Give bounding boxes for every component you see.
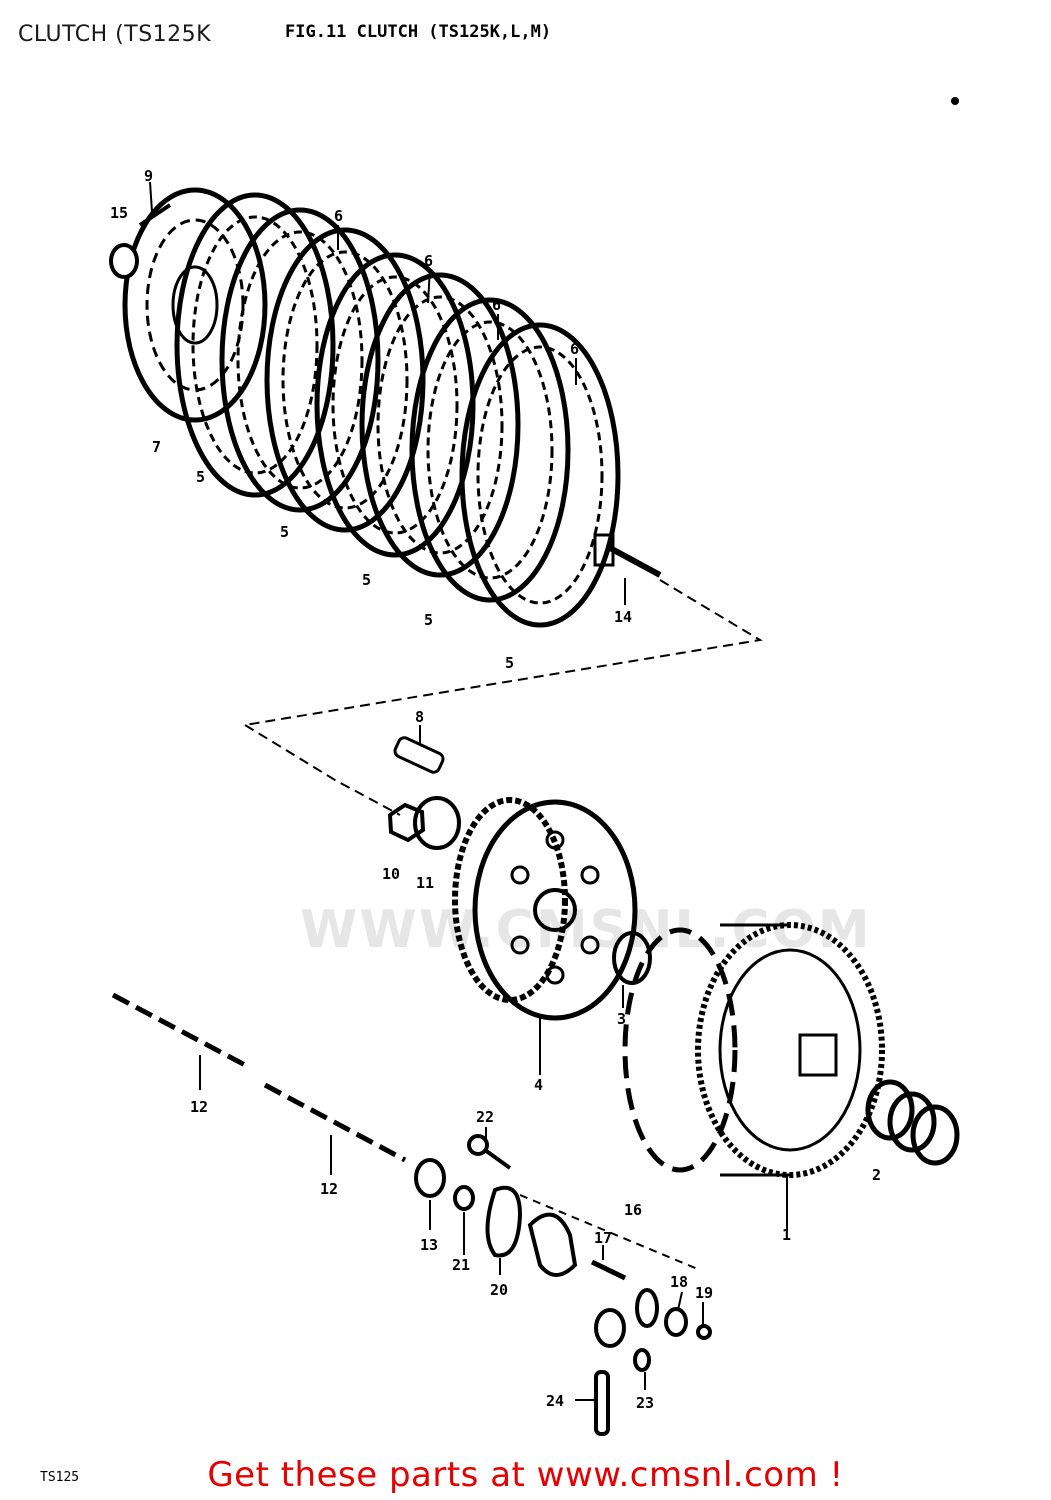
callout-5: 5 bbox=[505, 654, 514, 672]
callout-11: 11 bbox=[416, 874, 434, 892]
callout-labels: 9 15 6 6 6 6 7 5 5 5 5 5 14 8 10 11 3 4 … bbox=[110, 167, 881, 1412]
clutch-bolt bbox=[393, 736, 445, 774]
callout-2: 2 bbox=[872, 1166, 881, 1184]
callout-12: 12 bbox=[190, 1098, 208, 1116]
callout-5: 5 bbox=[280, 523, 289, 541]
callout-6: 6 bbox=[424, 252, 433, 270]
clutch-sleeve-hub bbox=[452, 797, 638, 1021]
clutch-spring bbox=[865, 1079, 960, 1166]
callout-3: 3 bbox=[617, 1010, 626, 1028]
callout-14: 14 bbox=[614, 608, 632, 626]
release-rod bbox=[594, 1370, 610, 1436]
release-pin bbox=[590, 1259, 627, 1281]
callout-20: 20 bbox=[490, 1281, 508, 1299]
callout-8: 8 bbox=[415, 708, 424, 726]
callout-16: 16 bbox=[624, 1201, 642, 1219]
callout-5: 5 bbox=[196, 468, 205, 486]
clutch-plate-stack bbox=[177, 195, 618, 625]
dot-mark bbox=[951, 97, 959, 105]
callout-9: 9 bbox=[144, 167, 153, 185]
o-ring bbox=[633, 1348, 651, 1372]
callout-7: 7 bbox=[152, 438, 161, 456]
washer bbox=[453, 1185, 475, 1211]
screw bbox=[138, 203, 172, 227]
callout-13: 13 bbox=[420, 1236, 438, 1254]
figure-title: FIG.11 CLUTCH (TS125K,L,M) bbox=[285, 22, 552, 42]
release-gasket bbox=[485, 1185, 523, 1258]
bearing bbox=[109, 243, 139, 279]
thrust-washer bbox=[612, 931, 652, 985]
promo-link[interactable]: Get these parts at www.cmsnl.com ! bbox=[207, 1455, 844, 1495]
release-cam-parts bbox=[594, 1288, 712, 1348]
callout-21: 21 bbox=[452, 1256, 470, 1274]
assembly-guide-lines bbox=[244, 579, 763, 1271]
callout-5: 5 bbox=[362, 571, 371, 589]
callout-6: 6 bbox=[334, 207, 343, 225]
callout-23: 23 bbox=[636, 1394, 654, 1412]
callout-6: 6 bbox=[492, 296, 501, 314]
callout-19: 19 bbox=[695, 1284, 713, 1302]
callout-15: 15 bbox=[110, 204, 128, 222]
model-code: TS125 bbox=[40, 1470, 80, 1485]
lock-washer bbox=[413, 796, 461, 850]
oil-seal bbox=[414, 1158, 446, 1198]
callout-22: 22 bbox=[476, 1108, 494, 1126]
push-rod bbox=[111, 992, 407, 1163]
nut bbox=[387, 802, 426, 843]
callout-4: 4 bbox=[534, 1076, 543, 1094]
clutch-release-assembly bbox=[527, 1212, 578, 1277]
callout-24: 24 bbox=[546, 1392, 564, 1410]
callout-6: 6 bbox=[570, 340, 579, 358]
callout-5: 5 bbox=[424, 611, 433, 629]
page-title: CLUTCH (TS125K bbox=[18, 22, 212, 47]
callout-12: 12 bbox=[320, 1180, 338, 1198]
release-screw bbox=[467, 1134, 512, 1170]
pressure-plate bbox=[122, 187, 268, 423]
callout-17: 17 bbox=[594, 1229, 612, 1247]
leader-lines bbox=[149, 181, 788, 1401]
callout-18: 18 bbox=[670, 1273, 688, 1291]
callout-10: 10 bbox=[382, 865, 400, 883]
push-piece bbox=[593, 533, 662, 578]
callout-1: 1 bbox=[782, 1226, 791, 1244]
primary-driven-gear-housing bbox=[622, 922, 885, 1178]
